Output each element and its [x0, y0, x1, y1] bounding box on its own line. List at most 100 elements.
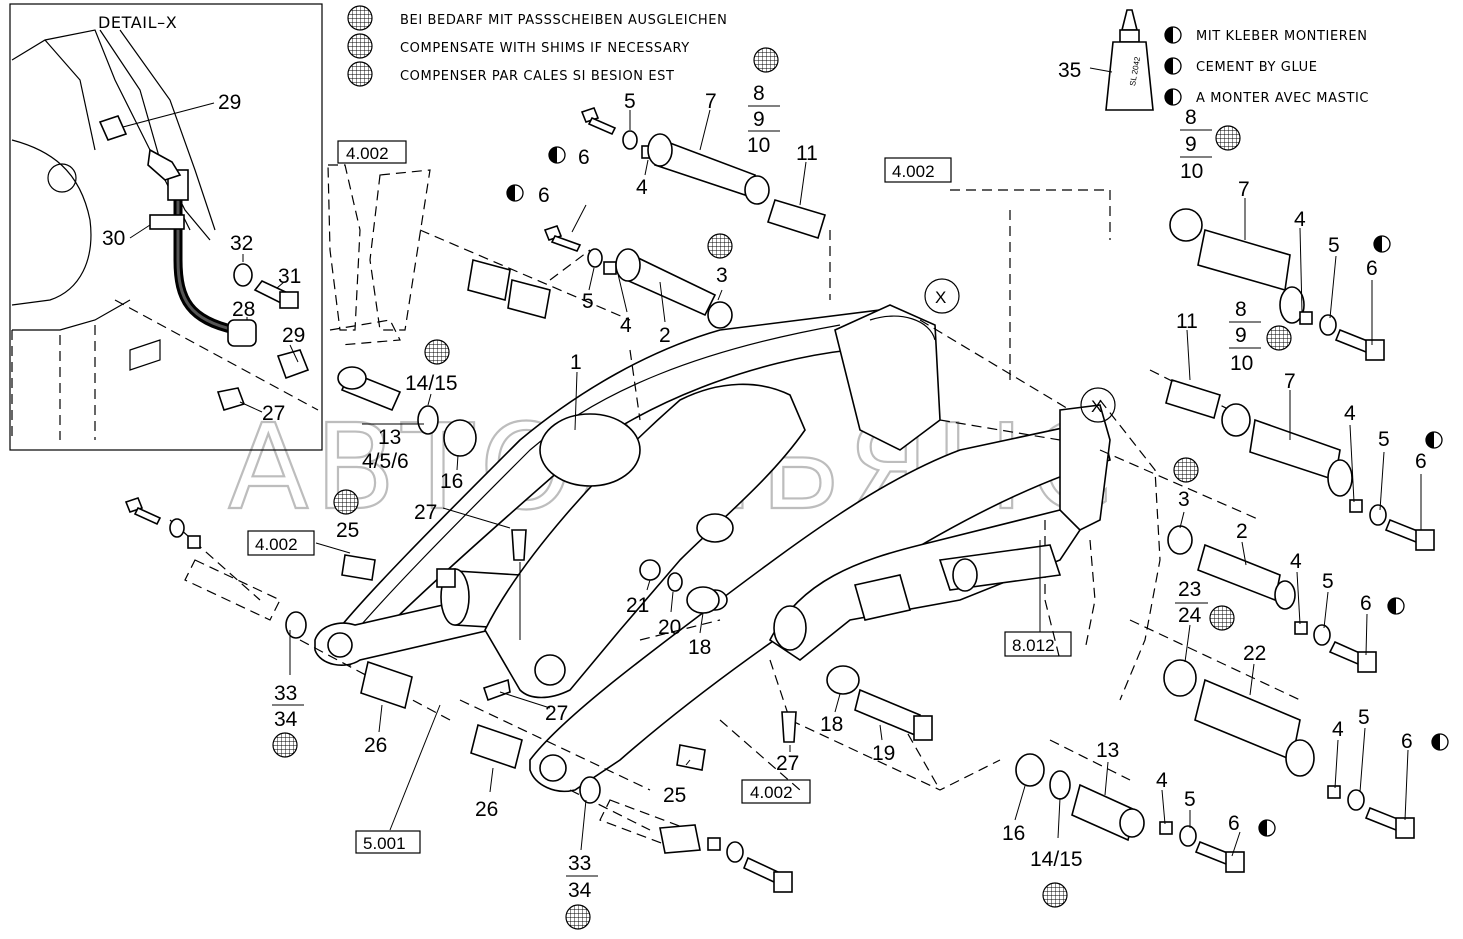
legend-glue-de: MIT KLEBER MONTIEREN: [1196, 29, 1368, 44]
callout-35: 35: [1058, 59, 1081, 82]
x-mark-1-text: X: [935, 288, 946, 307]
callout-4-5-6: 4/5/6: [362, 450, 409, 473]
callout-29a: 29: [218, 91, 241, 114]
callout-1: 1: [570, 351, 582, 374]
legend-shims-fr: COMPENSER PAR CALES SI BESION EST: [400, 69, 675, 84]
x-mark-2: [1080, 387, 1116, 423]
glue-tube-icon: SL 2042: [1105, 9, 1154, 111]
boom-ghost-outline: [327, 164, 361, 331]
callout-11-top: 11: [796, 142, 818, 165]
callout-24: 24: [1178, 604, 1202, 627]
callout-32: 32: [230, 232, 253, 255]
callout-2-right: 2: [1236, 520, 1248, 543]
fraction-bars: [272, 105, 1261, 877]
callout-6-mid: 6: [538, 184, 550, 207]
callout-33-left: 33: [274, 682, 297, 705]
callout-9-right: 9: [1185, 133, 1197, 156]
callout-9-mid: 9: [1235, 324, 1247, 347]
ref-box-3: [247, 530, 315, 556]
callout-6-top: 6: [578, 146, 590, 169]
callout-25-left: 25: [336, 519, 359, 542]
callout-6-right-1: 6: [1366, 257, 1378, 280]
callout-3-right: 3: [1178, 488, 1190, 511]
pin-group-right-4: [1163, 659, 1415, 839]
callout-7-mid: 7: [1284, 370, 1296, 393]
loader-frame-drawing: [314, 304, 1161, 792]
callout-18-left: 18: [688, 636, 711, 659]
callout-31: 31: [278, 265, 301, 288]
callout-6-right-3: 6: [1360, 592, 1372, 615]
pin-group-right-2: [1165, 378, 1435, 551]
ref-box-5: [1004, 631, 1072, 657]
callout-2-top: 2: [659, 324, 671, 347]
pin-group-bottom-left: [579, 744, 793, 893]
pin-group-left: [124, 497, 376, 639]
ref-box-1: [337, 140, 407, 164]
callout-5-right-3: 5: [1322, 570, 1334, 593]
callout-10-right: 10: [1180, 160, 1203, 183]
pin-group-bottom-right: [1015, 753, 1245, 873]
glue-legend: [1164, 26, 1182, 106]
callout-13-left: 13: [378, 426, 401, 449]
legend-glue-en: CEMENT BY GLUE: [1196, 60, 1318, 75]
callout-10-top: 10: [747, 134, 770, 157]
callout-19: 19: [872, 742, 895, 765]
bushes-26: [360, 660, 523, 770]
callout-5-mid: 5: [582, 290, 594, 313]
callout-5-right-4: 5: [1358, 706, 1370, 729]
callout-28: 28: [232, 298, 255, 321]
detail-x-title: DETAIL–X: [98, 13, 177, 32]
bushing-pair: [467, 258, 551, 320]
callout-18-right: 18: [820, 713, 843, 736]
pin-group-2: [543, 225, 733, 329]
pin-group-right-3: [1167, 525, 1377, 673]
legend-glue-fr: A MONTER AVEC MASTIC: [1196, 91, 1369, 106]
ref-box-4-text: 4.002: [750, 783, 793, 802]
callout-26-left: 26: [364, 734, 387, 757]
x-mark-1: [924, 278, 960, 314]
callout-27a: 27: [262, 402, 285, 425]
callout-22: 22: [1243, 642, 1266, 665]
ref-box-4: [741, 779, 811, 804]
callout-4-right-2: 4: [1344, 402, 1356, 425]
grease-nipples: [482, 529, 797, 743]
callout-8-mid: 8: [1235, 298, 1247, 321]
ref-box-6: [355, 830, 421, 854]
callout-26-bottom: 26: [475, 798, 498, 821]
pin-group-right-1: [1169, 208, 1385, 361]
pin-group-top: [580, 107, 826, 240]
callout-29b: 29: [282, 324, 305, 347]
callout-14-15-right: 14/15: [1030, 848, 1083, 871]
legend-shims-en: COMPENSATE WITH SHIMS IF NECESSARY: [400, 41, 690, 56]
callout-13-right: 13: [1096, 739, 1119, 762]
shim-legend: [347, 5, 373, 87]
ref-box-6-text: 5.001: [363, 834, 406, 853]
callout-10-mid: 10: [1230, 352, 1253, 375]
callout-6-right-4: 6: [1401, 730, 1413, 753]
callout-4-mid: 4: [620, 314, 632, 337]
callout-25-bottom: 25: [663, 784, 686, 807]
callout-8-right: 8: [1185, 106, 1197, 129]
callout-6-right-2: 6: [1415, 450, 1427, 473]
callout-4-right-1: 4: [1294, 208, 1306, 231]
callout-23: 23: [1178, 578, 1201, 601]
ref-box-5-text: 8.012: [1012, 636, 1055, 655]
ref-box-2-text: 4.002: [892, 162, 935, 181]
ref-box-2: [884, 157, 952, 183]
callout-11-right: 11: [1176, 310, 1198, 333]
callout-27-mid: 27: [414, 501, 437, 524]
callout-16-right: 16: [1002, 822, 1025, 845]
x-mark-2-text: X: [1091, 397, 1102, 416]
callout-16-left: 16: [440, 470, 463, 493]
callout-30: 30: [102, 227, 125, 250]
callout-21: 21: [626, 594, 649, 617]
callout-3-top: 3: [716, 264, 728, 287]
callout-27-low: 27: [545, 702, 568, 725]
callout-27-bottom: 27: [776, 752, 799, 775]
callout-9-top: 9: [753, 108, 765, 131]
callout-4-top: 4: [636, 176, 648, 199]
callout-14-15-left: 14/15: [405, 372, 458, 395]
callout-7-right: 7: [1238, 178, 1250, 201]
callout-5-bottom: 5: [1184, 788, 1196, 811]
